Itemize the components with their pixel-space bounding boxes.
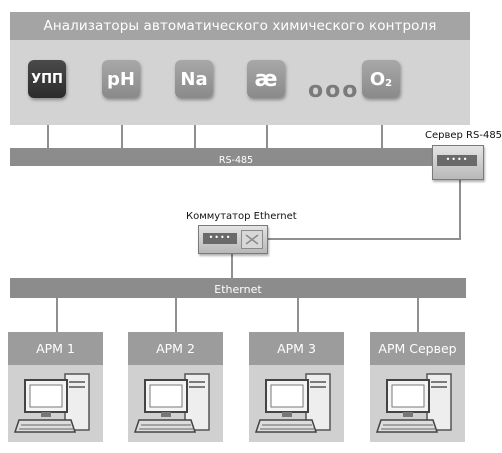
analyzer-tile-label: УПП: [31, 71, 63, 87]
analyzer-tile-label: Na: [180, 68, 208, 90]
rs485-bus: RS-485: [10, 148, 462, 166]
connector-switch-ethernet: [231, 252, 233, 278]
analyzer-panel-title: Анализаторы автоматического химического …: [10, 12, 470, 40]
rs485-server-lights: ••••: [437, 155, 477, 166]
connector-arm3: [297, 298, 299, 332]
ethernet-bus-label: Ethernet: [214, 283, 262, 296]
workstation-arm-3: АРМ 3: [249, 332, 344, 442]
computer-icon: [13, 373, 90, 433]
workstation-arm-2: АРМ 2: [128, 332, 223, 442]
workstation-arm-server: АРМ Сервер: [370, 332, 465, 442]
switch-lights: ••••: [203, 233, 237, 244]
connector-arm-server: [417, 298, 419, 332]
analyzer-tile-ph: pH: [102, 60, 140, 98]
computer-icon: [133, 373, 210, 433]
workstation-label: АРМ 1: [8, 332, 103, 365]
analyzer-tile-ae: æ: [247, 60, 285, 98]
rs485-server-label: Сервер RS-485: [425, 130, 502, 141]
analyzer-tile-upp: УПП: [28, 60, 66, 98]
ethernet-switch-device: ••••: [198, 225, 268, 254]
analyzer-tile-label: O: [369, 68, 386, 90]
computer-icon: [254, 373, 331, 433]
workstation-label: АРМ 2: [128, 332, 223, 365]
connector-server-switch: [266, 238, 461, 240]
connector-arm1: [56, 298, 58, 332]
switch-port-icon: [241, 230, 263, 249]
analyzer-tile-label: æ: [254, 66, 278, 92]
rs485-server-device: ••••: [432, 145, 484, 180]
workstation-arm-1: АРМ 1: [8, 332, 103, 442]
analyzer-tile-subscript: 2: [385, 77, 393, 89]
connector-server-down: [459, 178, 461, 240]
workstation-label: АРМ Сервер: [370, 332, 465, 365]
workstation-label: АРМ 3: [249, 332, 344, 365]
rs485-bus-label: RS-485: [218, 155, 254, 166]
analyzer-ellipsis: ooo: [308, 78, 360, 103]
switch-port-icon-graphic: [245, 234, 259, 245]
analyzer-tile-label: pH: [107, 68, 135, 90]
connector-arm2: [175, 298, 177, 332]
computer-icon: [375, 373, 452, 433]
analyzer-tile-na: Na: [175, 60, 213, 98]
switch-label: Коммутатор Ethernet: [186, 211, 297, 222]
ethernet-bus: Ethernet: [10, 278, 466, 298]
